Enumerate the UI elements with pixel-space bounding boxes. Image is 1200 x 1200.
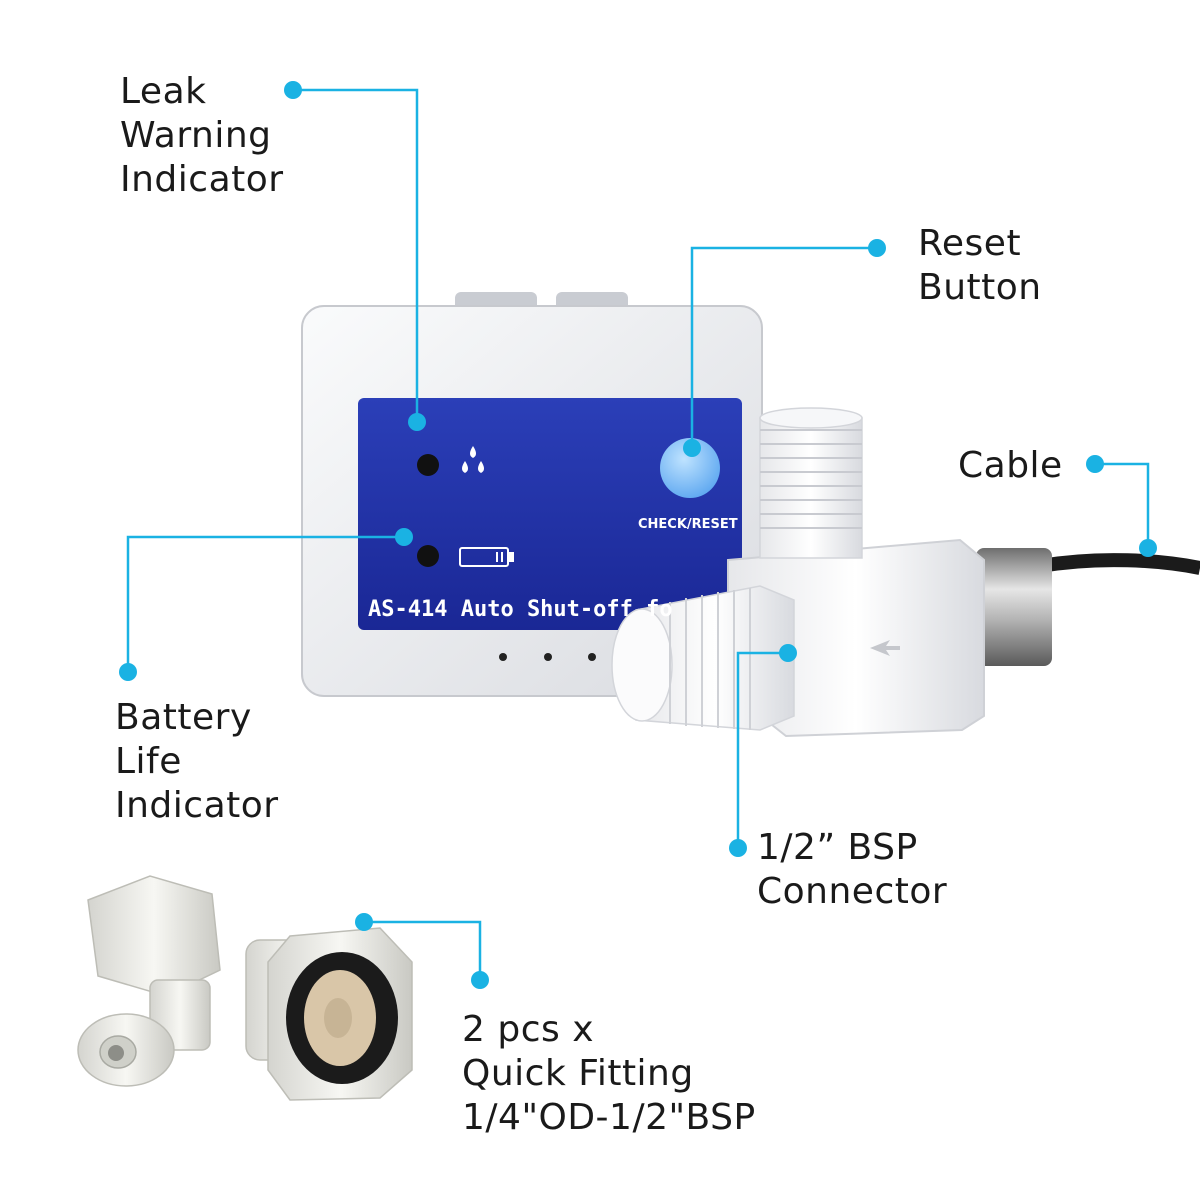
check-reset-label: CHECK/RESET xyxy=(638,517,738,532)
droplet-icon xyxy=(462,446,484,473)
flow-arrow-icon xyxy=(870,640,900,656)
battery-icon xyxy=(459,547,514,567)
battery-life-label: Battery Life Indicator xyxy=(115,697,279,826)
vertical-thread xyxy=(759,417,863,559)
bsp-connector-label: 1/2” BSP Connector xyxy=(757,827,948,912)
quick-fitting-label: 2 pcs x Quick Fitting 1/4"OD-1/2"BSP xyxy=(462,1009,756,1138)
blue-panel xyxy=(358,398,742,630)
vertical-thread-lines xyxy=(760,429,862,529)
cable xyxy=(1038,553,1200,575)
callout-lines xyxy=(126,88,1150,980)
check-reset-button xyxy=(660,438,720,498)
steel-sensor xyxy=(976,548,1052,666)
reset-button-label: Reset Button xyxy=(918,223,1042,308)
quick-fittings xyxy=(77,875,413,1101)
panel-text: AS-414 Auto Shut-off fo xyxy=(368,597,673,622)
solenoid-valve xyxy=(611,407,1052,738)
leak-warning-label: Leak Warning Indicator xyxy=(120,71,284,200)
cable-label: Cable xyxy=(958,445,1063,486)
horizontal-thread-lines xyxy=(669,588,751,730)
callout-dots xyxy=(119,81,1157,989)
leak-led xyxy=(417,454,439,476)
battery-led xyxy=(417,545,439,567)
fitting-left-nut xyxy=(87,875,221,997)
